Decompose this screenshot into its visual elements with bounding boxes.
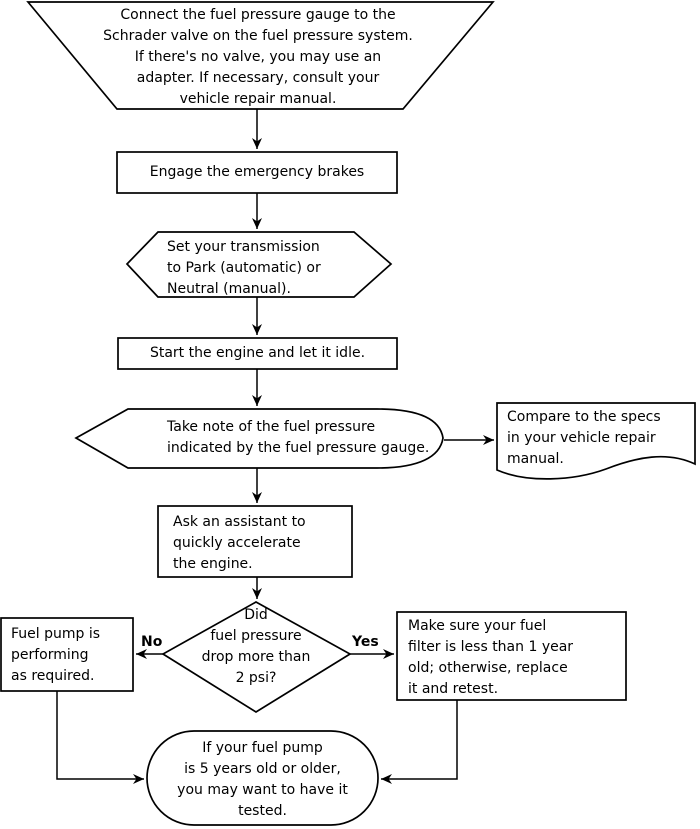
node-text-set-transmission: Set your transmission to Park (automatic… [167,239,321,297]
process-shape-ask-assistant [157,505,353,578]
node-text-start-engine: Start the engine and let it idle. [149,345,366,361]
display-shape-take-note [74,408,444,469]
process-shape-pump-ok [0,617,134,692]
preparation-shape-set-transmission [125,231,393,298]
process-shape-check-filter [396,611,627,701]
node-text-compare-specs: Compare to the specs in your vehicle rep… [507,409,661,467]
connector-filter-to-pumpage [381,700,458,784]
decision-shape-pressure-drop [161,601,352,714]
node-text-pump-ok: Fuel pump is performing as required. [11,626,101,684]
node-text-take-note: Take note of the fuel pressure indicated… [167,419,430,456]
node-text-pressure-drop-question: Did fuel pressure drop more than 2 psi? [201,607,311,686]
node-text-pump-age: If your fuel pump is 5 years old or olde… [177,740,348,819]
node-text-engage-brakes: Engage the emergency brakes [149,164,365,180]
node-text-check-filter: Make sure your fuel filter is less than … [408,618,574,697]
node-text-connect-gauge: Connect the fuel pressure gauge to the S… [103,7,413,107]
node-text-ask-assistant: Ask an assistant to quickly accelerate t… [173,514,306,572]
edge-label-yes: Yes [352,634,379,650]
document-shape-compare-specs [496,402,696,480]
terminator-shape-pump-age [146,730,379,826]
process-shape-start-engine [117,337,398,370]
connector-pumpok-to-pumpage [56,691,144,784]
process-shape-engage-brakes [116,151,398,194]
manual-operation-shape-connect-gauge [26,1,495,110]
edge-label-no: No [141,634,163,650]
